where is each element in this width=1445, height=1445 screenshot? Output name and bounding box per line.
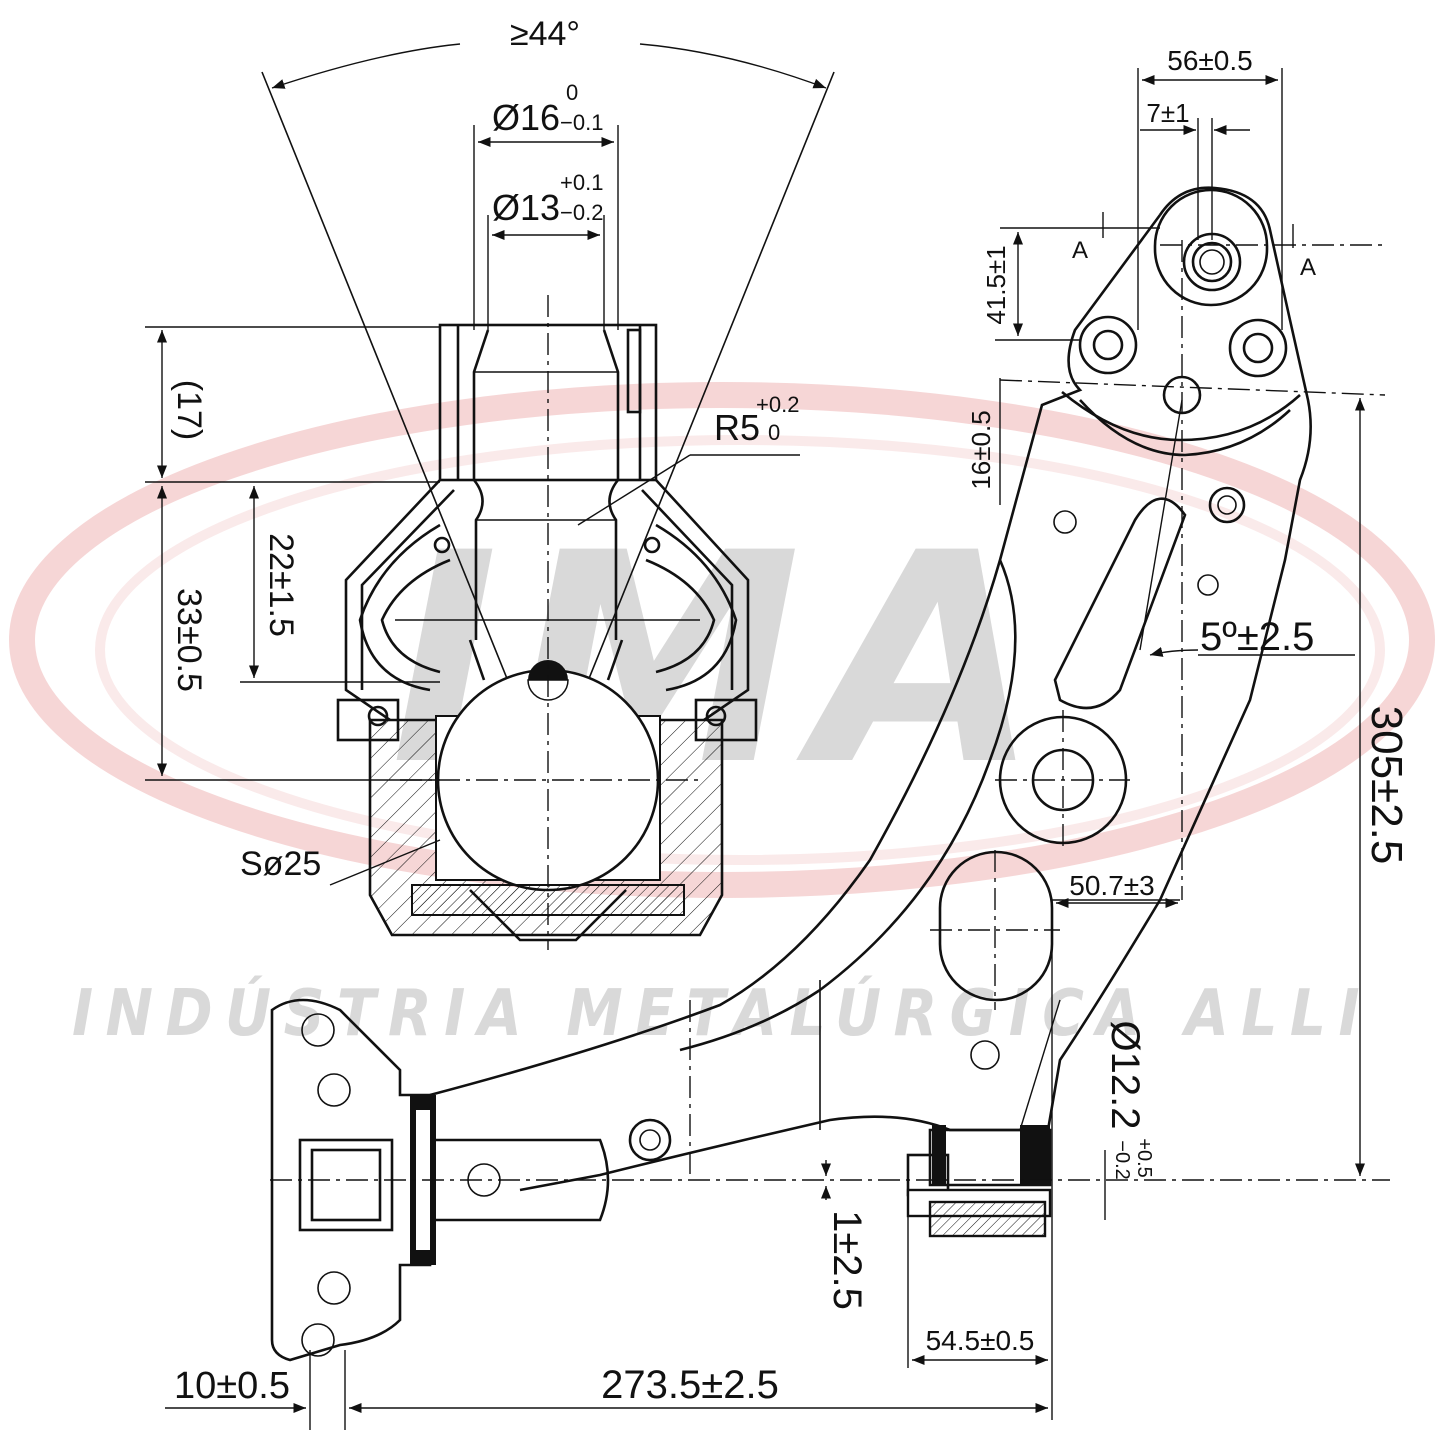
arm-dimension-lines: [165, 68, 1366, 1430]
dim-hole-offset: 16±0.5: [966, 410, 996, 489]
ball-joint-dimensions: ≥44° Ø16 0 −0.1 Ø13 +0.1 −0.2 R5 +0.2 0 …: [170, 15, 799, 883]
dim-top-width: 56±0.5: [1167, 45, 1252, 76]
watermark-company: INDÚSTRIA METALÚRGICA ALLI: [72, 975, 1372, 1051]
ball-joint-section: [145, 43, 835, 950]
dim-radius-tol-upper: +0.2: [756, 392, 799, 417]
dim-sphere: Sø25: [240, 845, 321, 883]
dim-thread-tol-upper: +0.1: [560, 170, 603, 195]
dim-height-inner: 22±1.5: [262, 533, 300, 637]
dim-bush-tol-upper: +0.5: [1133, 1138, 1155, 1177]
dim-vertical-offset: 1±2.5: [825, 1210, 869, 1310]
dim-bush-length: 54.5±0.5: [926, 1325, 1035, 1356]
dim-thread-diameter: Ø13: [492, 187, 560, 228]
section-label-right: A: [1300, 254, 1316, 281]
watermark-ring-inner: [95, 435, 1385, 865]
dim-bush-offset: 50.7±3: [1069, 870, 1154, 901]
dim-radius: R5: [714, 407, 760, 448]
dim-overall-height: 305±2.5: [1362, 706, 1411, 865]
dim-stud-diameter: Ø16: [492, 97, 560, 138]
section-label-left: A: [1072, 237, 1088, 264]
arm-dimensions: 56±0.5 7±1 A A 41.5±1 16±0.5 5º±2.5 305±…: [174, 45, 1411, 1407]
dim-stud-tol-lower: −0.1: [560, 110, 603, 135]
dim-bush-tol-lower: −0.2: [1111, 1140, 1133, 1179]
dim-bush-diameter: Ø12.2: [1103, 1021, 1147, 1130]
dim-stud-tol-upper: 0: [566, 80, 578, 105]
dim-angle: ≥44°: [510, 15, 580, 53]
dim-thread-tol-lower: −0.2: [560, 200, 603, 225]
dim-height-ref: (17): [170, 380, 208, 440]
dim-offset-small: 7±1: [1146, 98, 1189, 128]
dim-flange-width: 10±0.5: [174, 1365, 290, 1407]
dim-overall-length: 273.5±2.5: [601, 1363, 779, 1407]
dim-arm-angle: 5º±2.5: [1200, 615, 1314, 659]
dim-radius-tol-lower: 0: [768, 420, 780, 445]
dim-hole-spacing: 41.5±1: [981, 245, 1011, 324]
dim-height-total: 33±0.5: [170, 588, 208, 692]
